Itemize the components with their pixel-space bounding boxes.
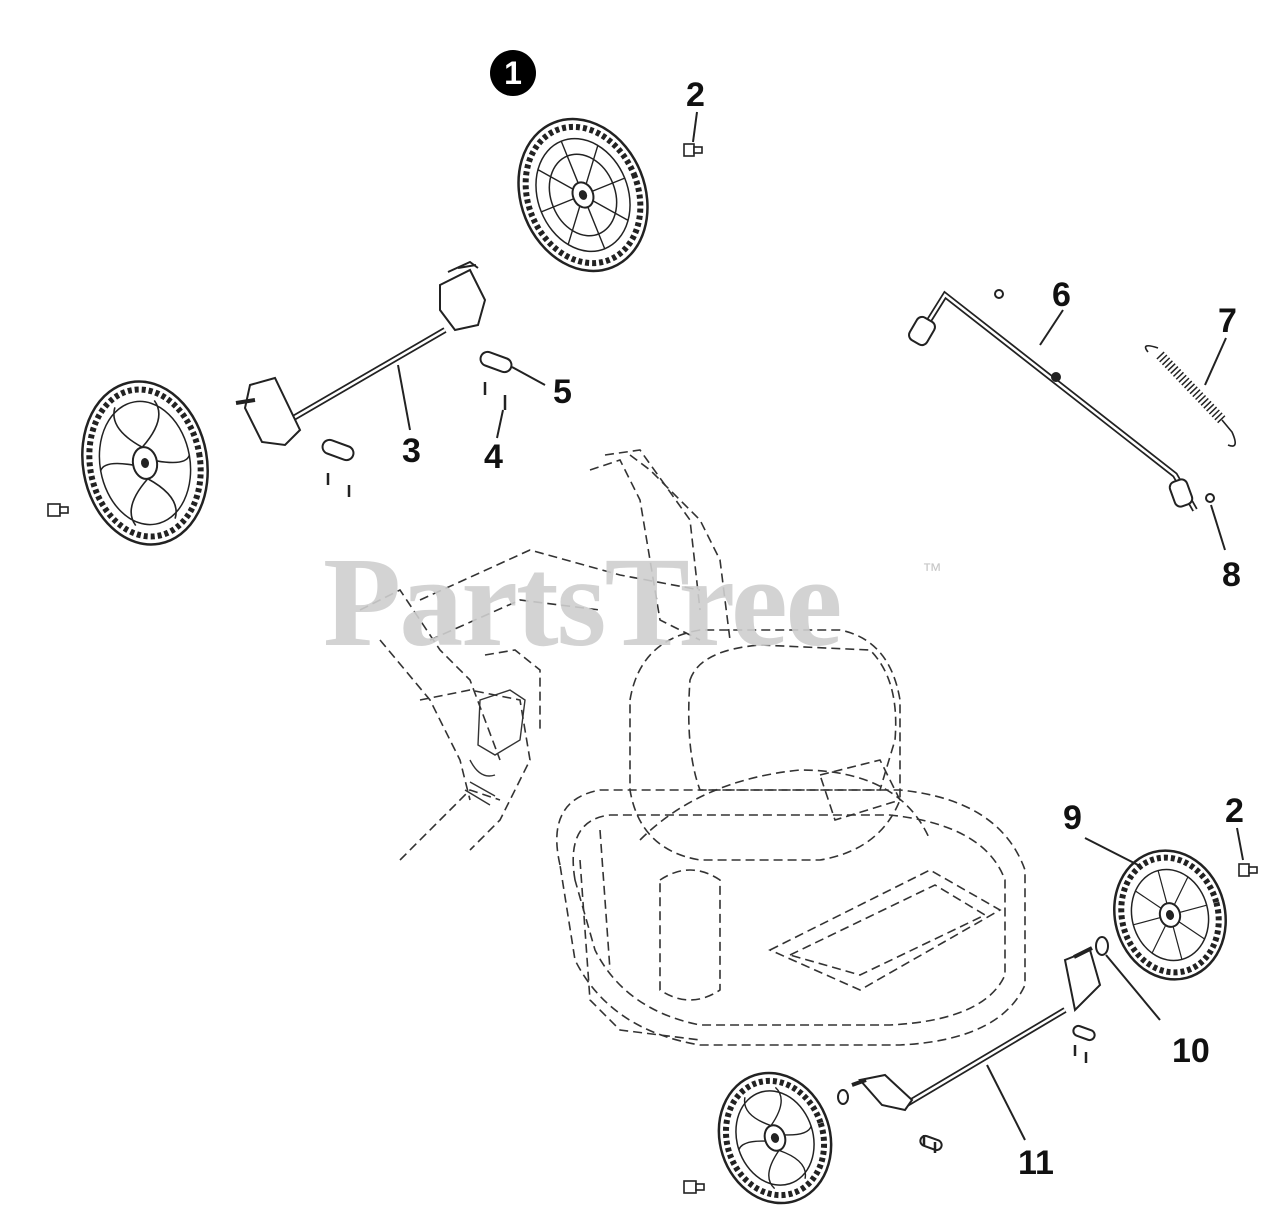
plate-icon <box>321 350 513 462</box>
spring-icon <box>1144 344 1236 447</box>
wheel-icon <box>717 1071 833 1205</box>
screw-icon <box>326 382 507 497</box>
washer-icon <box>1095 936 1109 956</box>
callout-1: 1 <box>490 50 536 96</box>
mower-deck-icon <box>359 449 1026 1046</box>
callout-8: 8 <box>1222 556 1241 594</box>
wheel-icon <box>517 117 649 273</box>
callout-4: 4 <box>484 438 503 476</box>
callout-11: 11 <box>1018 1144 1054 1182</box>
wheel-icon <box>81 380 209 546</box>
watermark-logo: PartsTree <box>323 531 842 673</box>
callout-5: 5 <box>553 373 572 411</box>
callout-7: 7 <box>1218 302 1237 340</box>
rod-icon <box>908 289 1215 512</box>
motor-detail <box>464 689 526 806</box>
axle-icon <box>837 946 1102 1152</box>
bolt-icon <box>683 143 703 157</box>
wheel-icon <box>1113 849 1227 981</box>
screw-icon <box>922 1045 1088 1153</box>
trademark-symbol: ™ <box>922 560 942 582</box>
bolt-icon <box>1238 863 1258 877</box>
bolt-icon <box>683 1180 705 1194</box>
callout-10: 10 <box>1172 1032 1210 1070</box>
axle-icon <box>235 260 487 447</box>
callout-2-top: 2 <box>686 76 705 114</box>
callout-6: 6 <box>1052 276 1071 314</box>
callout-9: 9 <box>1063 799 1082 837</box>
callout-2-right: 2 <box>1225 792 1244 830</box>
bolt-icon <box>47 503 69 517</box>
callout-3: 3 <box>402 432 421 470</box>
